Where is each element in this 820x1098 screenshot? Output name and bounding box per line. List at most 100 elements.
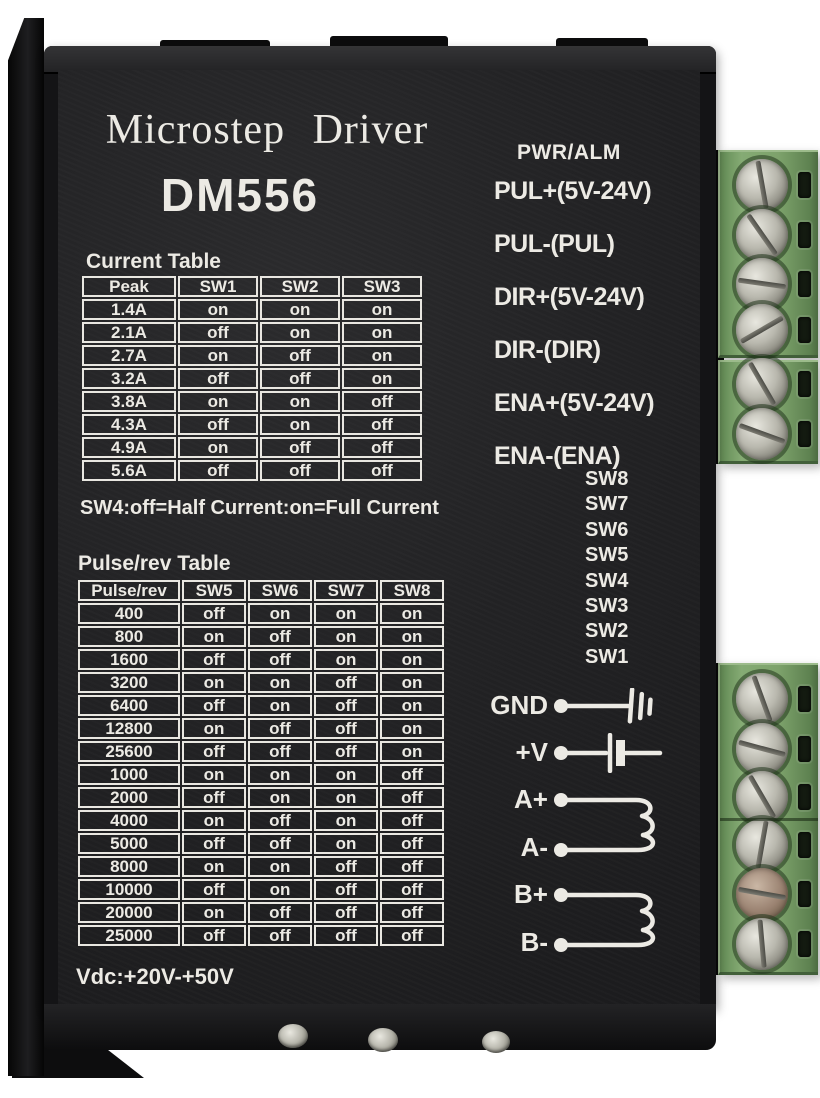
terminal-block-signal-lower (718, 358, 818, 464)
terminal-block-signal-upper (718, 150, 818, 358)
wire-slot (798, 317, 811, 343)
coil-b-icon (552, 881, 682, 959)
current-table-cell: 4.9A (82, 437, 176, 458)
pulse-table-cell: off (248, 925, 312, 946)
pulse-table-cell: off (314, 718, 378, 739)
pulse-table-cell: off (182, 695, 246, 716)
pulse-table-cell: on (248, 856, 312, 877)
terminal-screw (736, 258, 788, 310)
terminal-screw (736, 868, 788, 920)
pulse-table-cell: off (182, 603, 246, 624)
dip-label-sw8: SW8 (585, 468, 629, 490)
pulse-table-cell: off (380, 764, 444, 785)
terminal-label-pul-minus: PUL-(PUL) (494, 230, 615, 258)
ground-icon (552, 688, 672, 724)
current-table-cell: 2.7A (82, 345, 176, 366)
current-table-header: SW1 (178, 276, 258, 297)
current-table-cell: on (260, 322, 340, 343)
dip-label-sw6: SW6 (585, 518, 629, 541)
pulse-table-cell: off (314, 856, 378, 877)
capacitor-icon (552, 733, 672, 773)
pulse-table-cell: on (314, 626, 378, 647)
current-table-label: Current Table (86, 250, 221, 273)
current-table-cell: on (342, 345, 422, 366)
current-table-cell: off (342, 437, 422, 458)
pulse-table-cell: on (314, 649, 378, 670)
pulse-table-cell: off (314, 902, 378, 923)
pulse-table-cell: off (314, 672, 378, 693)
wire-slot (798, 222, 811, 248)
pulse-table-cell: on (248, 879, 312, 900)
pulse-table-cell: on (314, 764, 378, 785)
terminal-block-seam (720, 818, 818, 821)
top-connector-lug (160, 40, 270, 50)
terminal-label-ena-minus: ENA-(ENA) (494, 442, 621, 470)
terminal-screw (736, 304, 788, 356)
sw4-note: SW4:off=Half Current:on=Full Current (80, 497, 439, 519)
dip-label-sw5: SW5 (585, 544, 629, 567)
case-screw (482, 1031, 510, 1053)
terminal-screw (736, 159, 788, 211)
pulse-table-cell: off (182, 879, 246, 900)
pulse-table-cell: off (380, 856, 444, 877)
pulse-table-cell: 3200 (78, 672, 180, 693)
pulse-table-cell: on (380, 741, 444, 762)
pulse-table-cell: off (380, 787, 444, 808)
product-title: Microstep Driver (105, 107, 429, 153)
current-table-cell: off (342, 391, 422, 412)
pulse-table-cell: off (314, 925, 378, 946)
terminal-screw (736, 673, 788, 725)
pulse-table-cell: on (248, 695, 312, 716)
current-table-cell: 1.4A (82, 299, 176, 320)
dip-label-sw2: SW2 (585, 620, 629, 643)
current-table-cell: 2.1A (82, 322, 176, 343)
pulse-table-cell: on (182, 810, 246, 831)
current-table-header: SW3 (342, 276, 422, 297)
vdc-note: Vdc:+20V-+50V (76, 964, 234, 989)
pulse-table-cell: on (248, 787, 312, 808)
wire-slot (798, 881, 811, 907)
wire-slot (798, 421, 811, 447)
pulse-table-cell: off (248, 718, 312, 739)
pulse-table-cell: 5000 (78, 833, 180, 854)
pulse-table-cell: 4000 (78, 810, 180, 831)
terminal-screw (736, 358, 788, 410)
wire-slot (798, 271, 811, 297)
current-table-cell: on (342, 322, 422, 343)
current-table-cell: off (178, 414, 258, 435)
current-table-cell: on (178, 345, 258, 366)
terminal-screw (736, 819, 788, 871)
pulse-table-header: SW7 (314, 580, 378, 601)
current-table-cell: on (260, 391, 340, 412)
dip-switch-label-stack: SW8 SW7 SW6 SW5 SW4 SW3 SW2 SW1 (585, 467, 628, 670)
terminal-label-a-minus: A- (520, 832, 548, 862)
current-table-cell: off (260, 345, 340, 366)
pulse-table-cell: on (182, 764, 246, 785)
pulse-table-cell: on (380, 672, 444, 693)
pulse-table-cell: 1000 (78, 764, 180, 785)
pulse-table-cell: off (380, 810, 444, 831)
pulse-table-cell: on (314, 603, 378, 624)
pulse-table-cell: off (248, 902, 312, 923)
pulse-table-cell: off (248, 833, 312, 854)
pulse-table-cell: off (248, 741, 312, 762)
pulse-table-cell: on (248, 764, 312, 785)
pulse-table-cell: off (248, 626, 312, 647)
